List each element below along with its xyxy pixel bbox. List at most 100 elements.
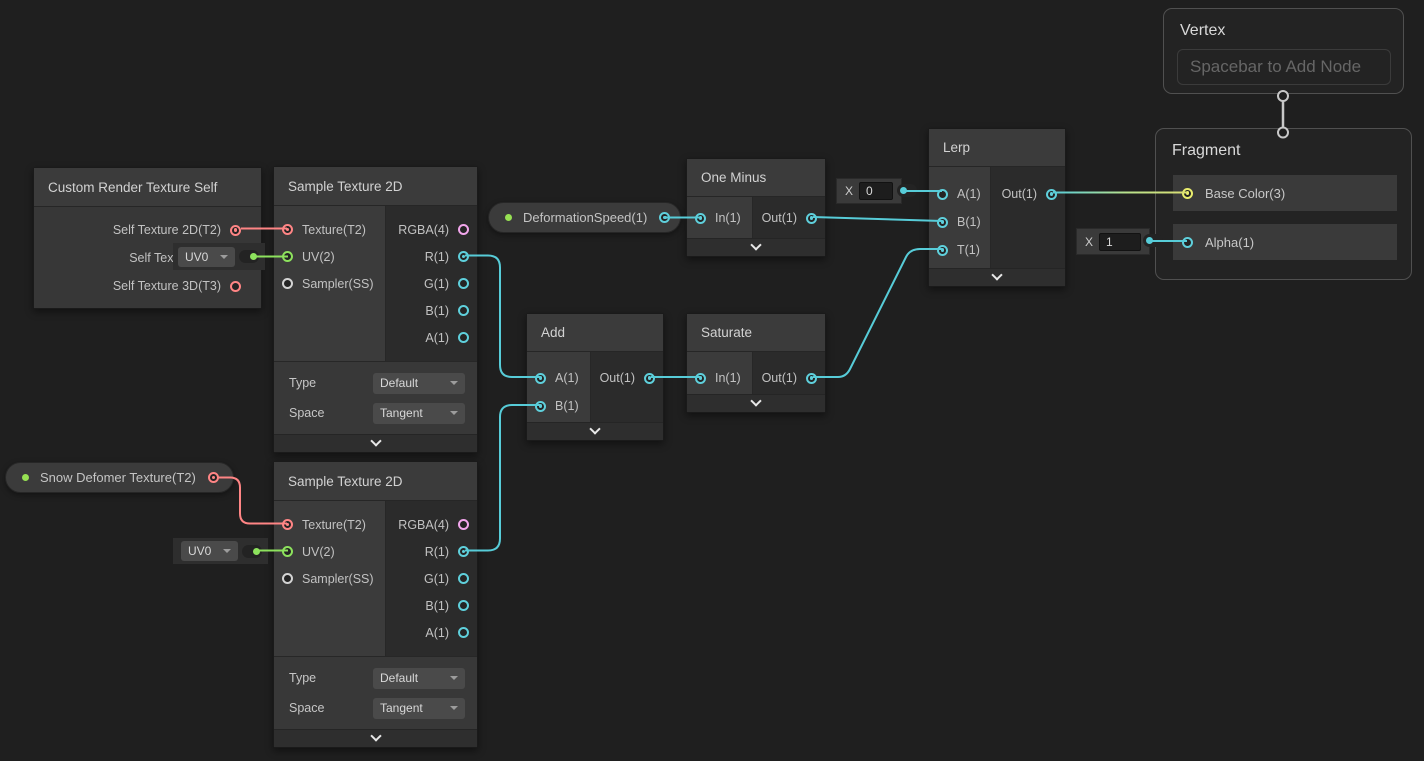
collapse-footer[interactable] xyxy=(274,434,477,452)
node-title: Sample Texture 2D xyxy=(288,473,403,489)
collapse-footer[interactable] xyxy=(527,422,663,440)
property-snow-deformer-texture[interactable]: Snow Defomer Texture(T2) xyxy=(5,462,234,493)
node-title: Add xyxy=(541,325,566,340)
wire-saturate-to-lerp-t[interactable] xyxy=(813,248,942,378)
collapse-footer[interactable] xyxy=(274,729,477,747)
uv-channel-dropdown[interactable]: UV0 xyxy=(178,246,235,267)
sampler-in-port[interactable] xyxy=(282,278,293,289)
inline-value-dot xyxy=(1146,237,1153,244)
fragment-base-color-row[interactable]: Base Color(3) xyxy=(1173,175,1397,211)
caret-down-icon xyxy=(450,706,458,710)
node-header[interactable]: Sample Texture 2D xyxy=(274,462,477,501)
exposed-property-dot xyxy=(505,214,512,221)
inline-port-stub xyxy=(1143,234,1163,247)
chevron-down-icon xyxy=(750,239,762,251)
property-deformation-speed[interactable]: DeformationSpeed(1) xyxy=(488,202,681,233)
caret-down-icon xyxy=(220,254,228,259)
fragment-title: Fragment xyxy=(1172,142,1241,159)
base-color-port[interactable] xyxy=(1182,187,1193,199)
a-in-port[interactable] xyxy=(535,372,546,384)
inline-value-dot xyxy=(250,253,257,260)
node-one-minus[interactable]: One Minus In(1) Out(1) xyxy=(686,158,826,257)
alpha-port[interactable] xyxy=(1182,236,1193,248)
exposed-property-dot xyxy=(22,474,29,481)
out-port[interactable] xyxy=(806,372,817,384)
rgba-out-port[interactable] xyxy=(458,519,469,530)
node-lerp[interactable]: Lerp A(1) B(1) T(1) Out(1) xyxy=(928,128,1066,287)
chevron-down-icon xyxy=(369,730,382,742)
wire-oneminus-to-lerp-b[interactable] xyxy=(812,216,943,222)
property-out-port[interactable] xyxy=(207,472,219,483)
a-out-port[interactable] xyxy=(458,332,469,343)
out-port[interactable] xyxy=(806,212,817,224)
node-sample-texture-2d-1[interactable]: Sample Texture 2D Texture(T2) UV(2) Samp… xyxy=(273,166,478,453)
t-in-port[interactable] xyxy=(937,244,948,256)
node-header[interactable]: Add xyxy=(527,314,663,352)
uv-in-port[interactable] xyxy=(282,251,293,262)
node-header[interactable]: One Minus xyxy=(687,159,825,197)
r-out-port[interactable] xyxy=(458,546,469,557)
texture-in-port[interactable] xyxy=(282,519,293,530)
fragment-context-block[interactable]: Fragment Base Color(3) Alpha(1) xyxy=(1155,128,1412,280)
inline-value-dot xyxy=(253,547,260,555)
fragment-alpha-row[interactable]: Alpha(1) xyxy=(1173,224,1397,260)
a-in-port[interactable] xyxy=(937,188,948,200)
type-dropdown[interactable]: Default xyxy=(373,667,465,689)
g-out-port[interactable] xyxy=(458,573,469,584)
sampler-in-port[interactable] xyxy=(282,573,293,584)
vertex-add-node-placeholder[interactable]: Spacebar to Add Node xyxy=(1177,49,1391,85)
collapse-footer[interactable] xyxy=(929,268,1065,286)
b-out-port[interactable] xyxy=(458,305,469,316)
space-dropdown[interactable]: Tangent xyxy=(373,697,465,719)
uv-channel-dropdown[interactable]: UV0 xyxy=(181,541,238,561)
node-sample-texture-2d-2[interactable]: Sample Texture 2D Texture(T2) UV(2) Samp… xyxy=(273,461,478,748)
space-control-row: Space Tangent xyxy=(289,693,465,723)
node-title: Sample Texture 2D xyxy=(288,178,403,194)
chevron-down-icon xyxy=(991,269,1003,281)
caret-down-icon xyxy=(450,411,458,415)
texture-in-port[interactable] xyxy=(282,224,293,235)
x-value-input[interactable]: 0 xyxy=(859,182,894,200)
g-out-port[interactable] xyxy=(458,278,469,289)
rgba-out-port[interactable] xyxy=(458,224,469,235)
inline-port-stub xyxy=(242,544,262,558)
property-out-port[interactable] xyxy=(659,212,671,223)
node-header[interactable]: Sample Texture 2D xyxy=(274,167,477,206)
vertex-context-block[interactable]: Vertex Spacebar to Add Node xyxy=(1163,8,1404,94)
b-in-port[interactable] xyxy=(937,216,948,228)
out-port[interactable] xyxy=(1046,188,1057,200)
type-control-row: Type Default xyxy=(289,368,465,398)
node-custom-render-texture-self[interactable]: Custom Render Texture Self Self Texture … xyxy=(33,167,262,309)
chevron-down-icon xyxy=(750,395,762,407)
collapse-footer[interactable] xyxy=(687,394,825,412)
out-port[interactable] xyxy=(644,372,655,384)
x-value-input[interactable]: 1 xyxy=(1099,232,1142,251)
node-add[interactable]: Add A(1) B(1) Out(1) xyxy=(526,313,664,441)
port-row: Self Texture 2D(T2) xyxy=(34,216,261,244)
b-in-port[interactable] xyxy=(535,400,546,412)
caret-down-icon xyxy=(223,549,231,553)
node-header[interactable]: Lerp xyxy=(929,129,1065,167)
a-out-port[interactable] xyxy=(458,627,469,638)
node-title: Lerp xyxy=(943,140,971,155)
base-color-label: Base Color(3) xyxy=(1205,185,1286,201)
uv-in-port[interactable] xyxy=(282,546,293,557)
collapse-footer[interactable] xyxy=(687,238,825,256)
type-dropdown[interactable]: Default xyxy=(373,372,465,394)
alpha-inline-value: X 1 xyxy=(1076,228,1151,255)
in-port[interactable] xyxy=(695,212,706,224)
space-dropdown[interactable]: Tangent xyxy=(373,402,465,424)
b-out-port[interactable] xyxy=(458,600,469,611)
self-texture-2d-port[interactable] xyxy=(230,224,241,236)
space-control-row: Space Tangent xyxy=(289,398,465,428)
node-title: One Minus xyxy=(701,170,767,185)
r-out-port[interactable] xyxy=(458,251,469,262)
in-port[interactable] xyxy=(695,372,706,384)
node-title: Custom Render Texture Self xyxy=(48,179,218,195)
node-header[interactable]: Saturate xyxy=(687,314,825,352)
self-texture-3d-port[interactable] xyxy=(230,280,241,292)
inline-value-dot xyxy=(900,187,907,194)
node-header[interactable]: Custom Render Texture Self xyxy=(34,168,261,207)
node-saturate[interactable]: Saturate In(1) Out(1) xyxy=(686,313,826,413)
